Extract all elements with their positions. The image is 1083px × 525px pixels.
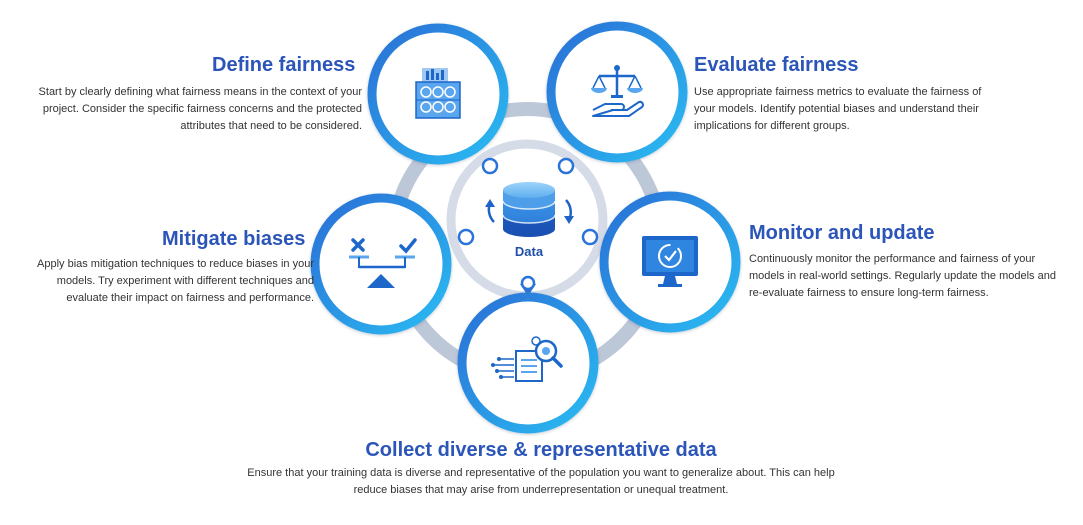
title-mitigate-biases: Mitigate biases	[162, 228, 306, 250]
desc-evaluate-fairness: Use appropriate fairness metrics to eval…	[694, 86, 982, 132]
center-label: Data	[515, 244, 544, 259]
database-icon	[502, 182, 556, 237]
scales-hand-icon	[591, 65, 644, 117]
title-evaluate-fairness: Evaluate fairness	[694, 54, 859, 76]
document-people-icon	[415, 68, 461, 119]
title-define-fairness: Define fairness	[212, 54, 356, 76]
title-collect-data: Collect diverse & representative data	[365, 439, 717, 461]
title-monitor-update: Monitor and update	[749, 222, 935, 244]
step-circle-mitigate-biases	[310, 193, 452, 335]
data-magnifier-icon	[491, 336, 563, 382]
desc-collect-data: Ensure that your training data is divers…	[247, 467, 835, 496]
monitor-check-icon	[642, 236, 698, 287]
desc-monitor-update: Continuously monitor the performance and…	[749, 253, 1056, 299]
connector-dots	[457, 157, 599, 296]
desc-define-fairness: Start by clearly defining what fairness …	[38, 86, 362, 132]
balance-cross-check-icon	[349, 238, 417, 288]
refresh-arrows-icon	[485, 199, 574, 224]
desc-mitigate-biases: Apply bias mitigation techniques to redu…	[37, 258, 314, 304]
